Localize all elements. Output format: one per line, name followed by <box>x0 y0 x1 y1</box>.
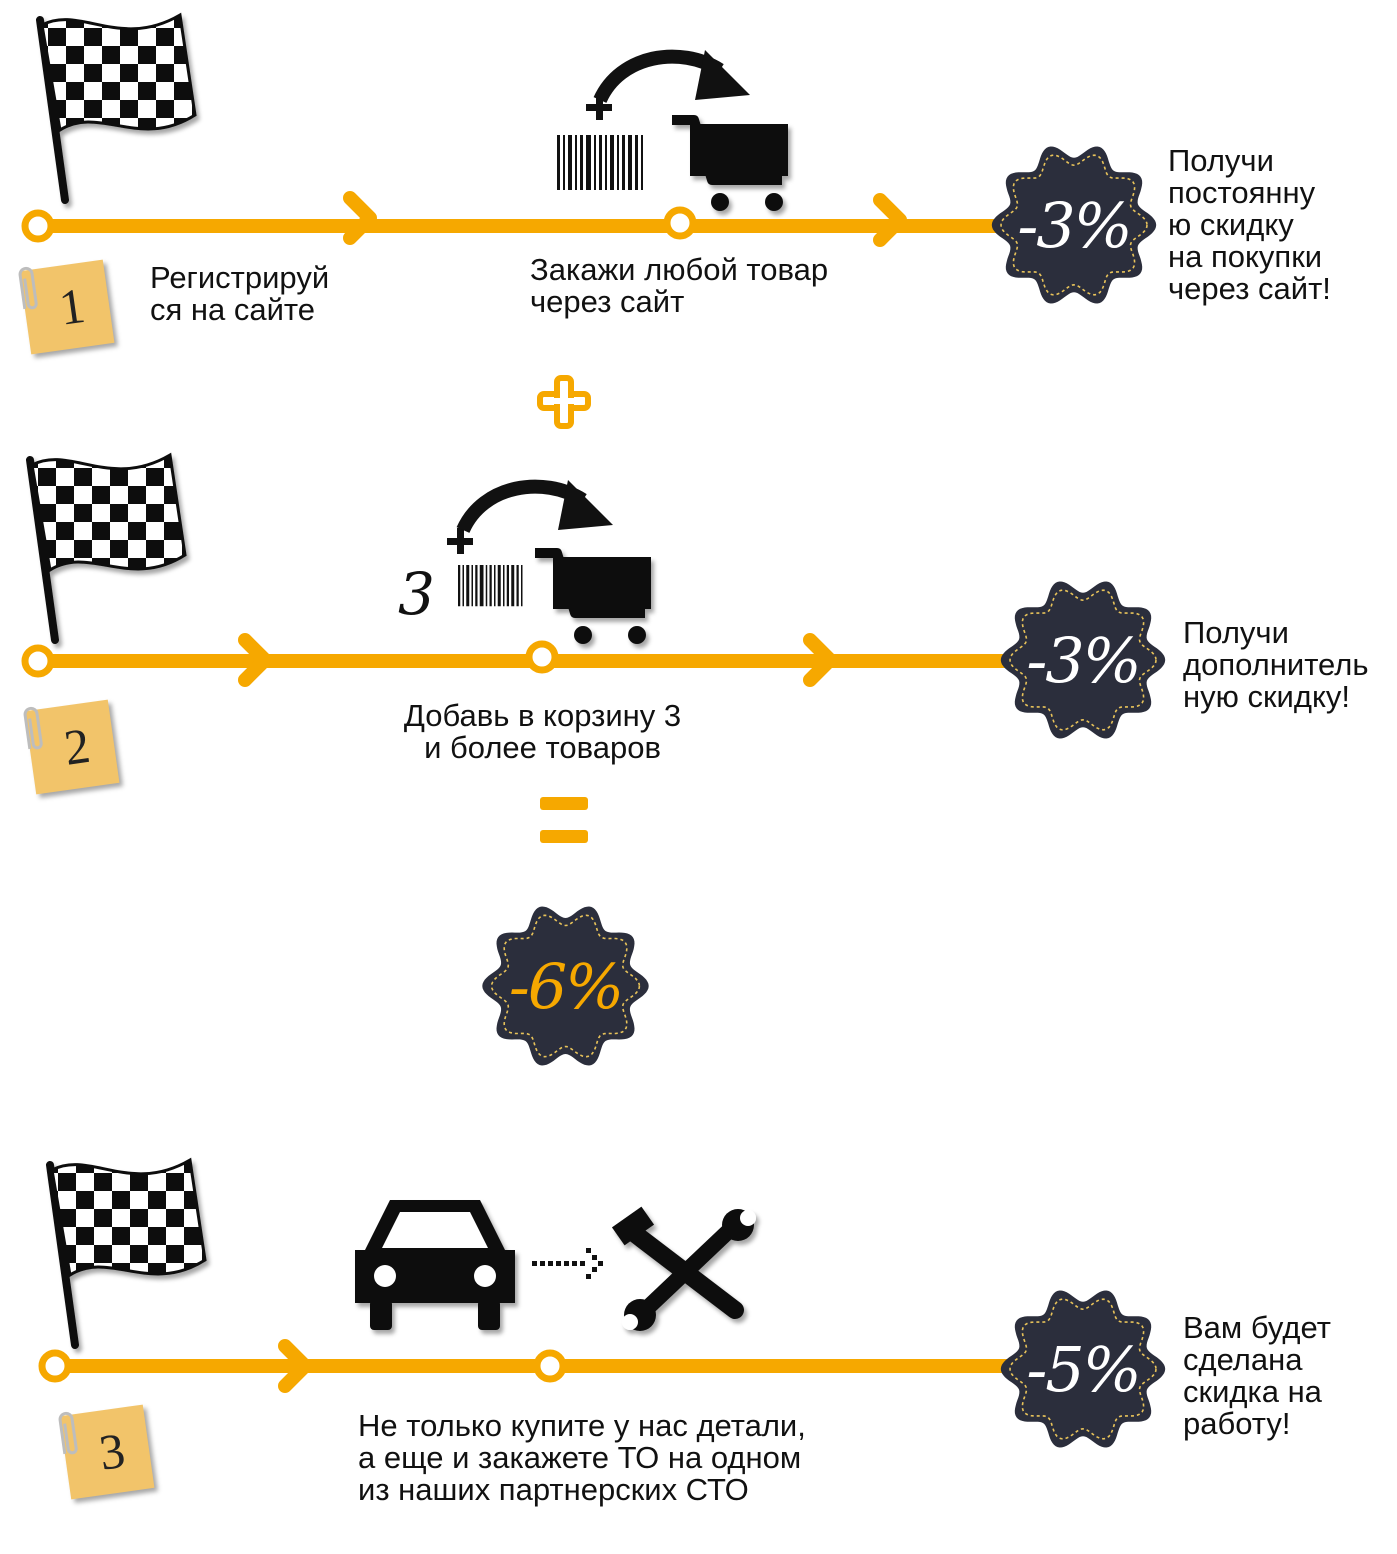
step1-label: Регистрируй ся на сайте <box>150 260 330 327</box>
step1-number: 1 <box>55 276 89 336</box>
tools-icon <box>611 1206 756 1331</box>
step1-number-note: 1 <box>18 259 115 355</box>
step1-arrow-icon <box>600 50 750 100</box>
equals-operator-icon <box>540 797 588 843</box>
step2-barcode-icon <box>458 565 523 607</box>
step2-arrow-icon <box>463 480 613 530</box>
step1-middle-label: Закажи любой товар через сайт <box>530 252 829 319</box>
step1-discount: -3% <box>1017 188 1132 262</box>
step3-start-node <box>38 1349 72 1383</box>
step2-quantity: 3 <box>398 560 435 628</box>
step3-middle-label: Не только купите у нас детали, а еще и з… <box>358 1408 806 1507</box>
step3-flag-icon <box>50 1160 205 1345</box>
total-discount-badge: -6% <box>478 900 653 1072</box>
step2-cart-icon <box>535 553 651 644</box>
paperclip-icon <box>58 1411 78 1455</box>
step1-barcode-icon <box>557 135 643 190</box>
total-discount: -6% <box>508 949 624 1023</box>
step2-flag-icon <box>30 455 185 640</box>
step1-cart-icon <box>672 120 788 211</box>
badge-seal-icon <box>482 906 649 1066</box>
step2-discount: -3% <box>1026 623 1141 697</box>
step1-middle-node <box>663 206 697 240</box>
step3-result: Вам будет сделана скидка на работу! <box>1183 1310 1331 1441</box>
step2-discount-badge: -3% <box>998 575 1168 745</box>
step3-number-note: 3 <box>58 1404 155 1500</box>
plus-operator-icon <box>537 375 591 429</box>
step3-discount: -5% <box>1026 1332 1141 1406</box>
paperclip-icon <box>18 266 38 310</box>
badge-seal-icon <box>1000 581 1166 739</box>
step2-number: 2 <box>60 716 94 776</box>
badge-seal-icon <box>1000 1290 1166 1448</box>
paperclip-icon <box>23 706 43 750</box>
step1-result: Получи постоянну ю скидку на покупки чер… <box>1168 143 1331 306</box>
car-icon <box>355 1200 515 1330</box>
step2-middle-label: Добавь в корзину 3 и более товаров <box>403 698 682 765</box>
step1-flag-icon <box>40 15 195 200</box>
step2-number-note: 2 <box>23 699 120 795</box>
step3-middle-node <box>533 1349 567 1383</box>
step2-start-node <box>21 644 55 678</box>
dotted-arrow-icon <box>532 1248 603 1279</box>
step1-start-node <box>21 209 55 243</box>
step2-middle-node <box>525 640 559 674</box>
step2-result: Получи дополнитель ную скидку! <box>1183 615 1369 714</box>
step3-discount-badge: -5% <box>998 1283 1168 1455</box>
step3-number: 3 <box>95 1421 129 1481</box>
step1-discount-badge: -3% <box>985 140 1163 310</box>
badge-seal-icon <box>991 146 1157 304</box>
